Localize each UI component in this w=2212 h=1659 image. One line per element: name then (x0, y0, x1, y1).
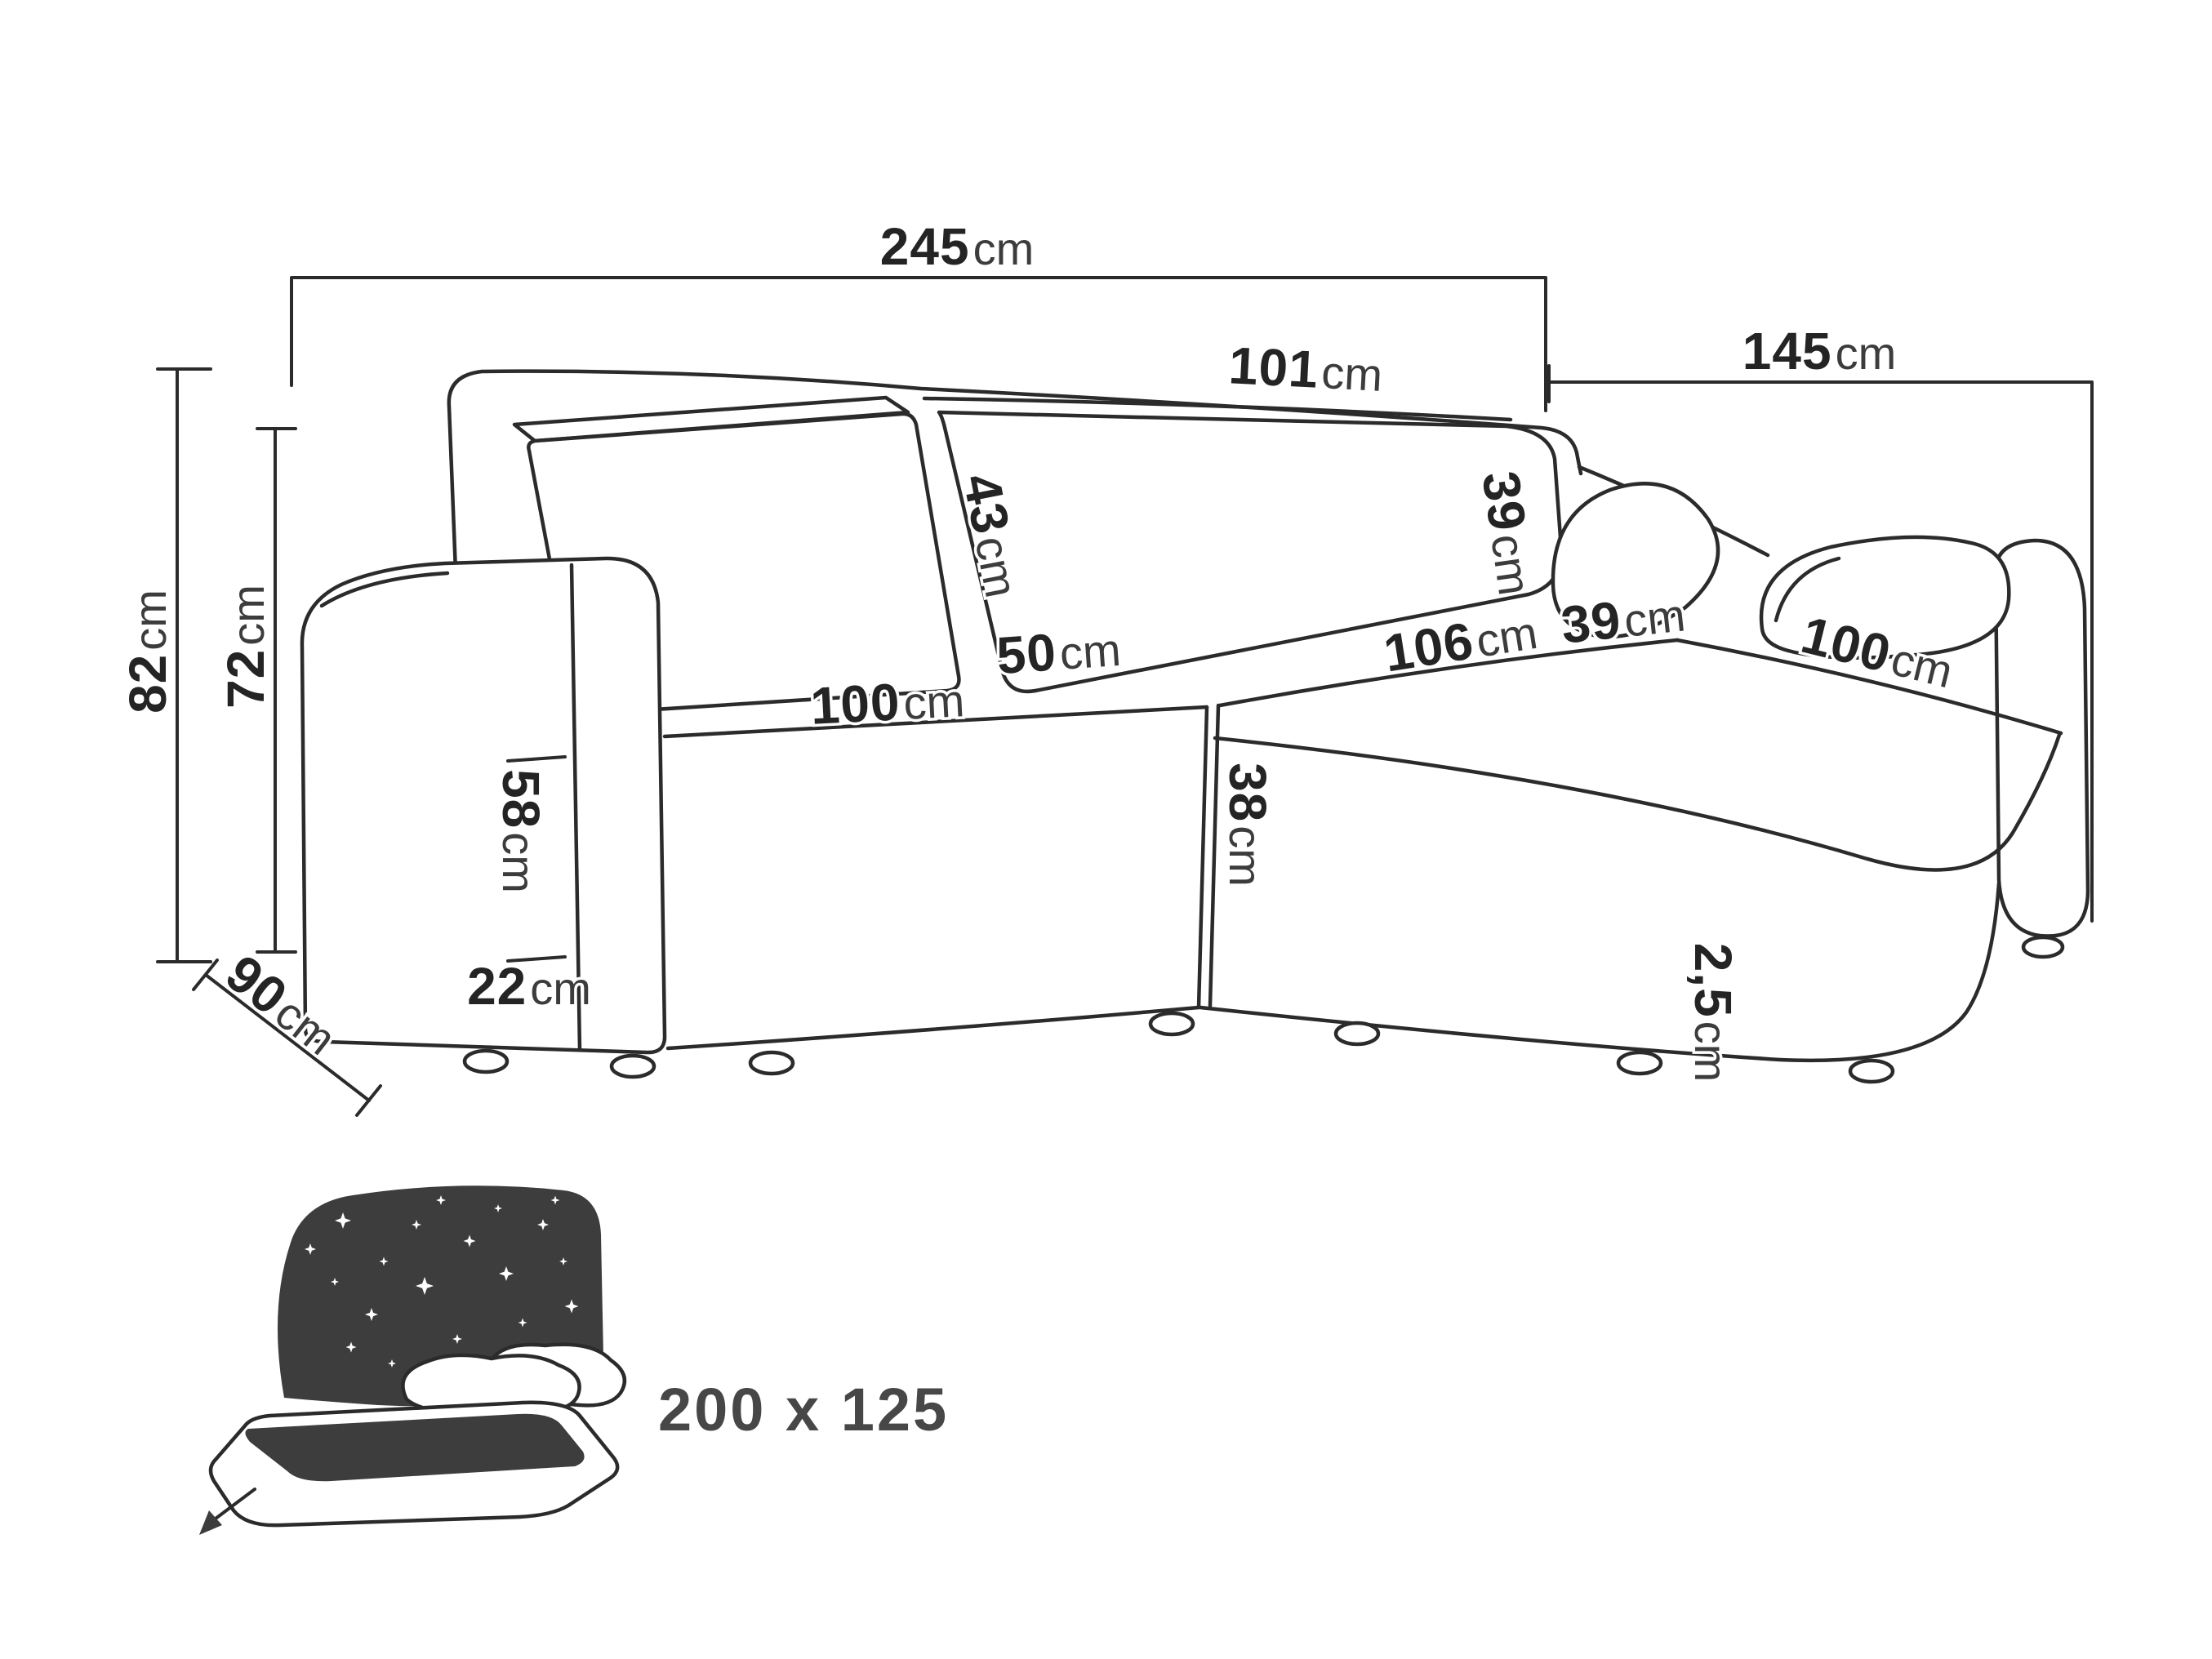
throw-pillow (1551, 482, 1720, 639)
sofa-bed-sleeping-function-icon (199, 1185, 627, 1535)
sofa-leg (1148, 1011, 1195, 1037)
left-armrest-roll-line (319, 571, 450, 608)
dim-seat-width: 100cm (809, 669, 966, 736)
dim-leg-height-unit: cm (1685, 1021, 1737, 1083)
dim-side-depth-unit: cm (1836, 327, 1897, 379)
bed-mattress-top (245, 1413, 585, 1482)
seat-front-edge (662, 705, 1209, 739)
seat-divider (1196, 705, 1209, 1010)
back-cushion-right-top-line (922, 396, 1513, 422)
dim-overall-width-line (290, 276, 1547, 412)
left-armrest-seam (569, 563, 582, 1052)
dim-pillow-height-unit: cm (1481, 531, 1541, 598)
sofa-leg (748, 1050, 795, 1076)
dim-armrest-height: 58cm (492, 769, 550, 893)
dim-back-width-unit: cm (1320, 346, 1384, 401)
dim-seat-width-unit: cm (902, 674, 966, 729)
dim-pillow-width: 39cm (1558, 583, 1688, 654)
dim-side-depth-group: 145cm (1547, 319, 2094, 923)
dim-overall-width: 245cm (880, 217, 1034, 276)
dim-total-height-value: 82 (118, 654, 177, 714)
dim-chaise-length: 106cm (1380, 601, 1541, 683)
sofa-leg (2021, 935, 2065, 959)
dim-total-height-unit: cm (124, 589, 176, 651)
dim-armrest-width-unit: cm (530, 963, 591, 1014)
dim-back-cushion-depth-unit: cm (1058, 624, 1123, 679)
chaise-edge-length (1217, 638, 1680, 708)
dim-seat-height-value: 38 (1218, 763, 1277, 822)
back-cushion-right (937, 410, 1564, 694)
dim-total-height-line (156, 367, 212, 963)
dim-back-width-value: 101 (1227, 336, 1320, 399)
dim-total-height: 82cm (118, 589, 177, 714)
dim-depth-line (192, 958, 382, 1117)
dim-seat-width-value: 100 (809, 672, 901, 736)
dim-armrest-height-unit: cm (493, 832, 545, 893)
side-panel-right (1993, 538, 2090, 938)
dim-back-cushion-height-unit: cm (965, 532, 1027, 602)
corner-sofa-drawing (300, 369, 2090, 1084)
dim-overall-width-unit: cm (973, 223, 1035, 274)
dim-back-height-unit: cm (222, 585, 274, 646)
dim-pillow-height: 39cm (1471, 468, 1547, 598)
dim-chaise-length-value: 106 (1380, 611, 1478, 683)
dim-side-depth-value: 145 (1742, 322, 1832, 380)
sofa-legs (462, 935, 2065, 1084)
armrest-height-tick-bottom (506, 955, 567, 963)
dim-armrest-width: 22cm (467, 957, 591, 1016)
dim-overall-width-group: 245cm (290, 215, 1547, 412)
back-cushion-left-top (512, 395, 910, 443)
sofa-leg (1848, 1058, 1895, 1084)
sofa-leg (1616, 1050, 1663, 1076)
dim-back-height-group: 72cm (214, 427, 297, 954)
dim-back-width: 101cm (1227, 336, 1384, 403)
dim-back-cushion-depth: 50cm (995, 618, 1122, 685)
backrest-outline (447, 369, 1583, 574)
pull-out-arrow-head (199, 1510, 222, 1535)
chaise-front-top-edge (1213, 732, 2062, 872)
armrest-height-tick-top (506, 755, 567, 763)
dim-total-height-group: 82cm (116, 367, 212, 963)
sofa-leg (609, 1053, 656, 1079)
dim-seat-height: 38cm (1218, 763, 1277, 887)
right-armrest-fold (1774, 556, 1841, 623)
dim-pillow-width-unit: cm (1622, 589, 1688, 646)
dim-back-height-value: 72 (216, 649, 275, 709)
dim-pillow-height-value: 39 (1471, 468, 1538, 535)
dim-chaise-length-unit: cm (1472, 607, 1541, 667)
dim-side-depth-line (1547, 364, 2094, 923)
dim-armrest-height-value: 58 (492, 769, 550, 829)
sofa-leg (462, 1048, 510, 1074)
dim-back-cushion-height-value: 43 (952, 469, 1021, 539)
right-armrest (1759, 535, 2011, 660)
dim-back-height: 72cm (216, 585, 275, 709)
chaise-bottom-edge (1198, 881, 2001, 1063)
dim-leg-height: 2,5cm (1684, 943, 1742, 1083)
sofa-leg (1333, 1021, 1381, 1047)
seat-bottom-edge (665, 1005, 1201, 1051)
sleeping-size-label: 200 x 125 (658, 1376, 949, 1443)
dim-seat-height-unit: cm (1220, 825, 1271, 887)
dim-back-cushion-depth-value: 50 (995, 622, 1058, 685)
dim-back-height-line (256, 427, 297, 954)
dim-side-depth: 145cm (1742, 322, 1896, 380)
chaise-left-edge (1208, 703, 1221, 1008)
dim-armrest-width-value: 22 (467, 957, 527, 1016)
dim-leg-height-value: 2,5 (1684, 943, 1742, 1018)
dim-overall-width-value: 245 (880, 217, 970, 276)
dim-pillow-width-value: 39 (1558, 590, 1623, 655)
pull-out-arrow-shaft (207, 1488, 256, 1525)
chaise-edge-width (1675, 638, 2063, 736)
